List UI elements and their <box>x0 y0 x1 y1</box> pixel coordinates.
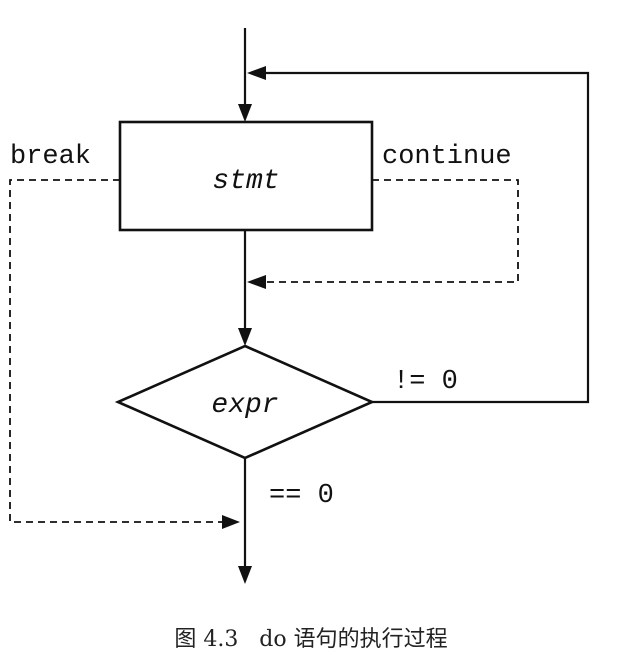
break-arrowhead <box>222 515 240 529</box>
continue-label: continue <box>382 142 512 172</box>
true-branch-label: != 0 <box>393 367 458 397</box>
figure-caption: 图 4.3 do 语句的执行过程 <box>174 627 447 652</box>
break-label: break <box>10 142 91 172</box>
continue-arrowhead <box>247 275 266 289</box>
entry-arrowhead <box>238 104 252 122</box>
stmt-label: stmt <box>212 166 279 197</box>
false-branch-label: == 0 <box>269 481 334 511</box>
stmt-to-expr-arrowhead <box>238 328 252 346</box>
loop-back-line <box>262 71 590 404</box>
exit-arrowhead <box>238 566 252 584</box>
loop-back-arrowhead <box>247 66 266 80</box>
stmt-box <box>118 120 374 232</box>
break-dashed-line <box>9 179 225 523</box>
continue-dashed-line <box>262 179 519 283</box>
expr-label: expr <box>211 390 278 421</box>
